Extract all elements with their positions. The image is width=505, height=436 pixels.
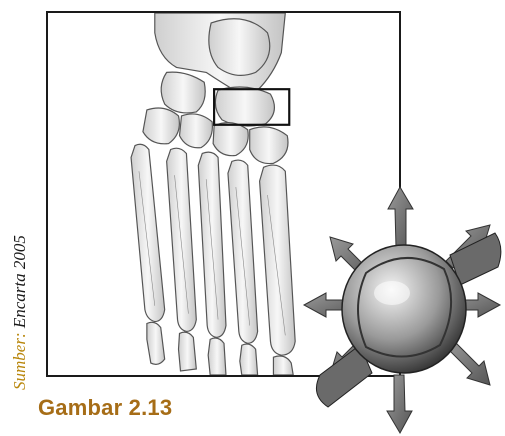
ball-joint-model-icon <box>300 185 505 436</box>
source-caption: Sumber: Encarta 2005 <box>3 356 37 390</box>
source-name: Encarta 2005 <box>10 235 29 328</box>
source-prefix: Sumber: <box>10 332 29 390</box>
figure-label: Gambar 2.13 <box>38 395 172 421</box>
